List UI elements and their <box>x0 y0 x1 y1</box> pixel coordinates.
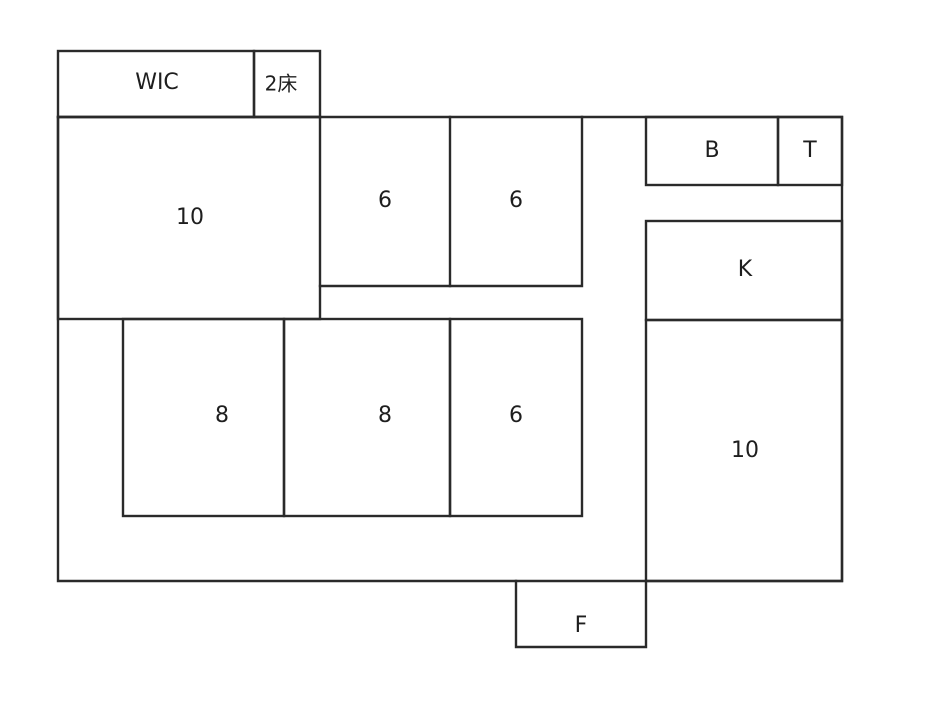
label-lower-6: 6 <box>509 403 523 428</box>
room-right-10 <box>644 318 844 583</box>
label-lower-8a: 8 <box>215 403 229 428</box>
label-2jo: 2床 <box>265 72 298 96</box>
label-kitchen: K <box>738 257 753 282</box>
room-lower-8a <box>121 317 286 518</box>
toilet-room <box>776 115 844 187</box>
room-upper-mid-6b <box>448 115 584 288</box>
label-bath: B <box>704 138 719 163</box>
label-upper-mid-6b: 6 <box>509 188 523 213</box>
label-upper-mid-6a: 6 <box>378 188 392 213</box>
label-upper-left-10: 10 <box>176 205 204 230</box>
label-wic: WIC <box>135 70 179 95</box>
label-lower-8b: 8 <box>378 403 392 428</box>
room-lower-6 <box>448 317 584 518</box>
entrance-room <box>514 579 648 649</box>
label-toilet: T <box>802 138 817 163</box>
label-2jo-text: 2床 <box>265 72 298 96</box>
room-lower-8b <box>282 317 452 518</box>
label-entrance: F <box>575 613 588 638</box>
label-right-10: 10 <box>731 438 759 463</box>
